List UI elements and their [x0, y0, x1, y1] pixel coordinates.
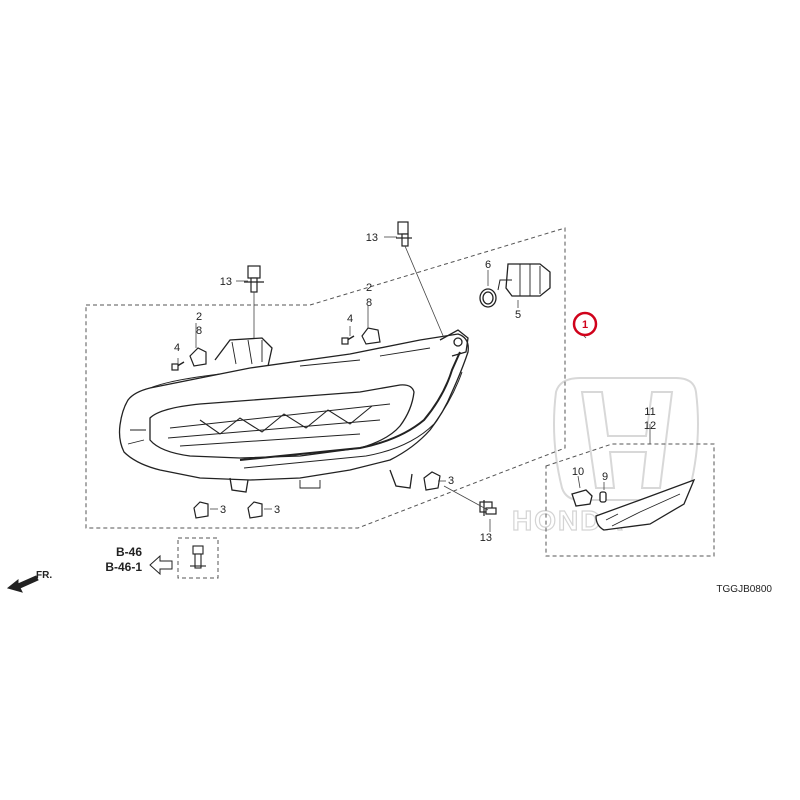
callout-12[interactable]: 12	[644, 420, 656, 432]
callout-4-right[interactable]: 4	[347, 313, 353, 325]
drawing-code: TGGJB0800	[716, 584, 772, 595]
clip-parts	[171, 327, 441, 519]
callout-4-left[interactable]: 4	[174, 342, 180, 354]
callout-3-bottom-middle[interactable]: 3	[274, 504, 280, 516]
side-marker-parts	[571, 478, 696, 531]
reference-arrow-icon	[149, 554, 173, 576]
callout-13-bottom[interactable]: 13	[480, 532, 492, 544]
callout-13-left[interactable]: 13	[220, 276, 232, 288]
callout-5[interactable]: 5	[515, 309, 521, 321]
reference-b46[interactable]: B-46	[116, 545, 142, 559]
callout-3-bottom-left[interactable]: 3	[220, 504, 226, 516]
highlight-part-1[interactable]: 1	[572, 311, 598, 337]
callout-9[interactable]: 9	[602, 471, 608, 483]
callout-2-left[interactable]: 2	[196, 311, 202, 323]
assembly-boundary	[85, 227, 566, 529]
reference-bracket	[149, 537, 219, 579]
callout-10[interactable]: 10	[572, 466, 584, 478]
callout-8-right[interactable]: 8	[366, 297, 372, 309]
side-marker-boundary	[545, 443, 715, 557]
front-direction-indicator: FR.	[6, 570, 52, 593]
callout-labels: 13 13 13 2 8 4 2 8 4 3 3 3 6 5 11 12 10 …	[105, 232, 772, 595]
front-label: FR.	[36, 570, 52, 581]
callout-11[interactable]: 11	[644, 406, 655, 418]
bolts	[244, 221, 497, 516]
callout-13-top[interactable]: 13	[366, 232, 378, 244]
bulb-socket-parts	[479, 263, 551, 308]
front-arrow-icon	[6, 575, 39, 593]
callout-3-right[interactable]: 3	[448, 475, 454, 487]
callout-8-left[interactable]: 8	[196, 325, 202, 337]
callout-6[interactable]: 6	[485, 259, 491, 271]
headlight-assembly	[118, 329, 469, 493]
leader-lines	[177, 236, 651, 532]
reference-b46-1[interactable]: B-46-1	[105, 560, 142, 574]
highlight-label: 1	[582, 319, 588, 331]
callout-2-right[interactable]: 2	[366, 282, 372, 294]
